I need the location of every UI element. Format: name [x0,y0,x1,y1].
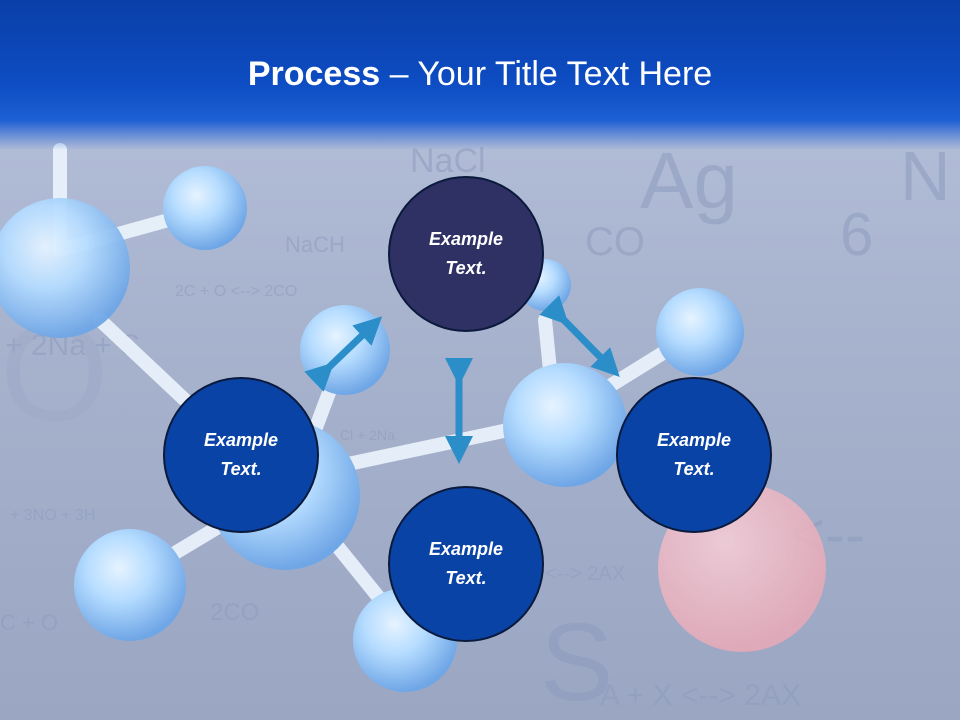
svg-text:Cl + 2Na: Cl + 2Na [340,427,395,443]
slide-title: Process – Your Title Text Here [0,52,960,96]
title-bold: Process [247,55,381,93]
arrow-left-top [304,316,383,392]
svg-text:2C + O <--> 2CO: 2C + O <--> 2CO [175,283,297,300]
svg-text:+ 3NO + 3H: + 3NO + 3H [10,507,95,524]
process-node-left[interactable]: Example Text. [163,377,319,533]
node-left-line1: Example [203,430,279,450]
svg-text:A + X <--> 2AX: A + X <--> 2AX [600,679,801,712]
node-right-line1: Example [656,430,732,450]
svg-text:2CO: 2CO [210,599,259,626]
svg-text:Ag: Ag [640,136,738,225]
svg-text:<--> 2AX: <--> 2AX [545,563,625,585]
node-top-line1: Example [428,229,504,249]
node-bottom-line2: Text. [445,568,487,588]
svg-text:CO: CO [585,220,645,264]
node-top-line2: Text. [445,258,487,278]
svg-text:S: S [540,601,613,720]
title-rest: – Your Title Text Here [380,55,713,93]
process-node-bottom[interactable]: Example Text. [388,486,544,642]
svg-text:C + O: C + O [0,610,58,635]
svg-text:NaCH: NaCH [285,232,345,257]
arrow-right-top [539,295,620,377]
node-right-line2: Text. [673,459,715,479]
svg-text:6: 6 [840,201,873,268]
node-bottom-line1: Example [428,539,504,559]
node-left-line2: Text. [220,459,262,479]
process-node-right[interactable]: Example Text. [616,377,772,533]
svg-text:N: N [900,137,951,215]
title-band [0,0,960,150]
process-node-top[interactable]: Example Text. [388,176,544,332]
